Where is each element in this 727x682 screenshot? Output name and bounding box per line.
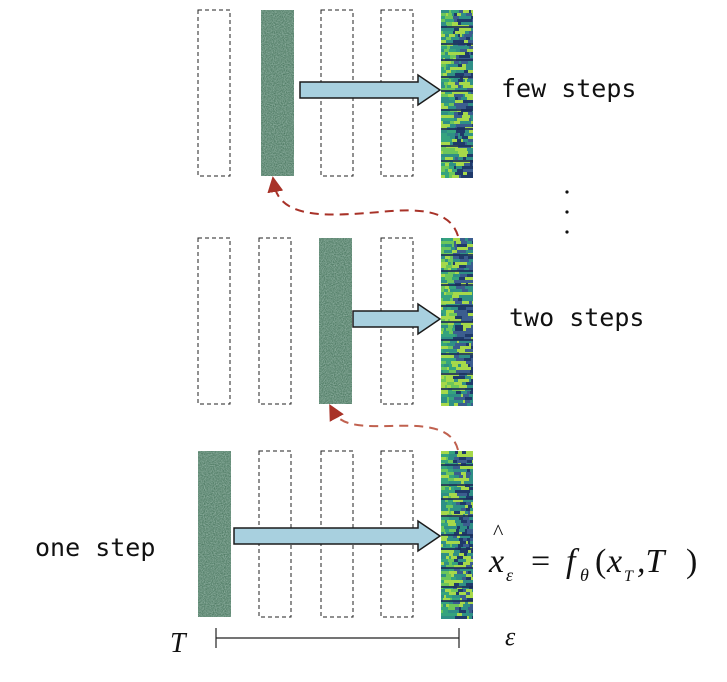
- noise-image: [198, 451, 231, 617]
- two-steps-label: two steps: [509, 303, 644, 332]
- formula-comma-T: ,T: [637, 543, 667, 580]
- empty-slot: [197, 237, 231, 405]
- spectrogram-image: [441, 238, 473, 406]
- formula-x: x: [488, 543, 504, 580]
- axis-label-T: T: [170, 628, 188, 659]
- arrow: [352, 302, 442, 336]
- noise-image: [261, 10, 294, 176]
- formula-equals: =: [531, 543, 550, 580]
- formula-close-paren: ): [686, 543, 697, 580]
- spectrogram-image: [441, 451, 473, 619]
- time-axis: T ε: [170, 622, 516, 659]
- formula-f-sub: θ: [580, 565, 589, 585]
- empty-slot: [197, 9, 231, 177]
- spectrogram-image: [441, 10, 473, 178]
- formula-open-paren: (: [595, 543, 606, 580]
- formula: ^ x ε = f θ ( x T ,T ): [488, 519, 697, 585]
- dashed-connector-upper: [267, 176, 459, 237]
- noise-image: [319, 238, 352, 404]
- formula-x2-sub: T: [624, 568, 634, 585]
- empty-slot: [258, 237, 292, 405]
- formula-x2: x: [606, 543, 622, 580]
- few-steps-label: few steps: [501, 74, 636, 103]
- one-step-label: one step: [35, 533, 155, 562]
- formula-f: f: [566, 543, 580, 580]
- formula-hat: ^: [493, 519, 504, 544]
- one-step-row: one step: [35, 450, 473, 619]
- axis-label-epsilon: ε: [505, 622, 516, 651]
- arrow: [299, 73, 442, 107]
- arrow: [233, 519, 442, 553]
- dashed-connector-lower: [329, 403, 459, 451]
- few-steps-row: few steps: [197, 9, 636, 178]
- vertical-ellipsis: [565, 190, 569, 234]
- two-steps-row: two steps: [197, 237, 644, 406]
- formula-x-sub: ε: [506, 565, 514, 585]
